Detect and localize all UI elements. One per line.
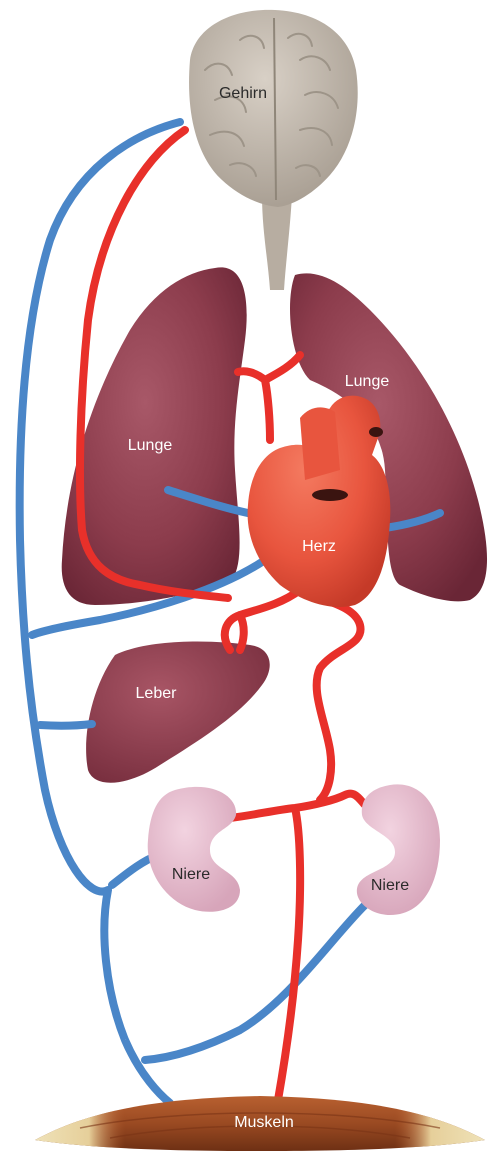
label-kidney-right: Niere: [371, 877, 409, 894]
artery-pulmonary: [238, 355, 300, 440]
vein-kidney-right: [145, 905, 365, 1060]
veins: [20, 122, 440, 1103]
vein-liver: [40, 724, 92, 726]
liver: [86, 641, 270, 782]
label-liver: Leber: [136, 685, 178, 702]
label-brain: Gehirn: [219, 85, 267, 102]
label-lung-right: Lunge: [345, 373, 390, 390]
label-lung-left: Lunge: [128, 437, 173, 454]
label-kidney-left: Niere: [172, 866, 210, 883]
artery-kidneys: [230, 794, 365, 1100]
left-kidney: [148, 787, 240, 912]
brain: [189, 10, 358, 207]
artery-liver: [240, 615, 244, 650]
brain-stem: [262, 195, 292, 290]
label-heart: Herz: [302, 538, 336, 555]
right-kidney: [357, 784, 440, 915]
label-muscles: Muskeln: [234, 1114, 294, 1131]
